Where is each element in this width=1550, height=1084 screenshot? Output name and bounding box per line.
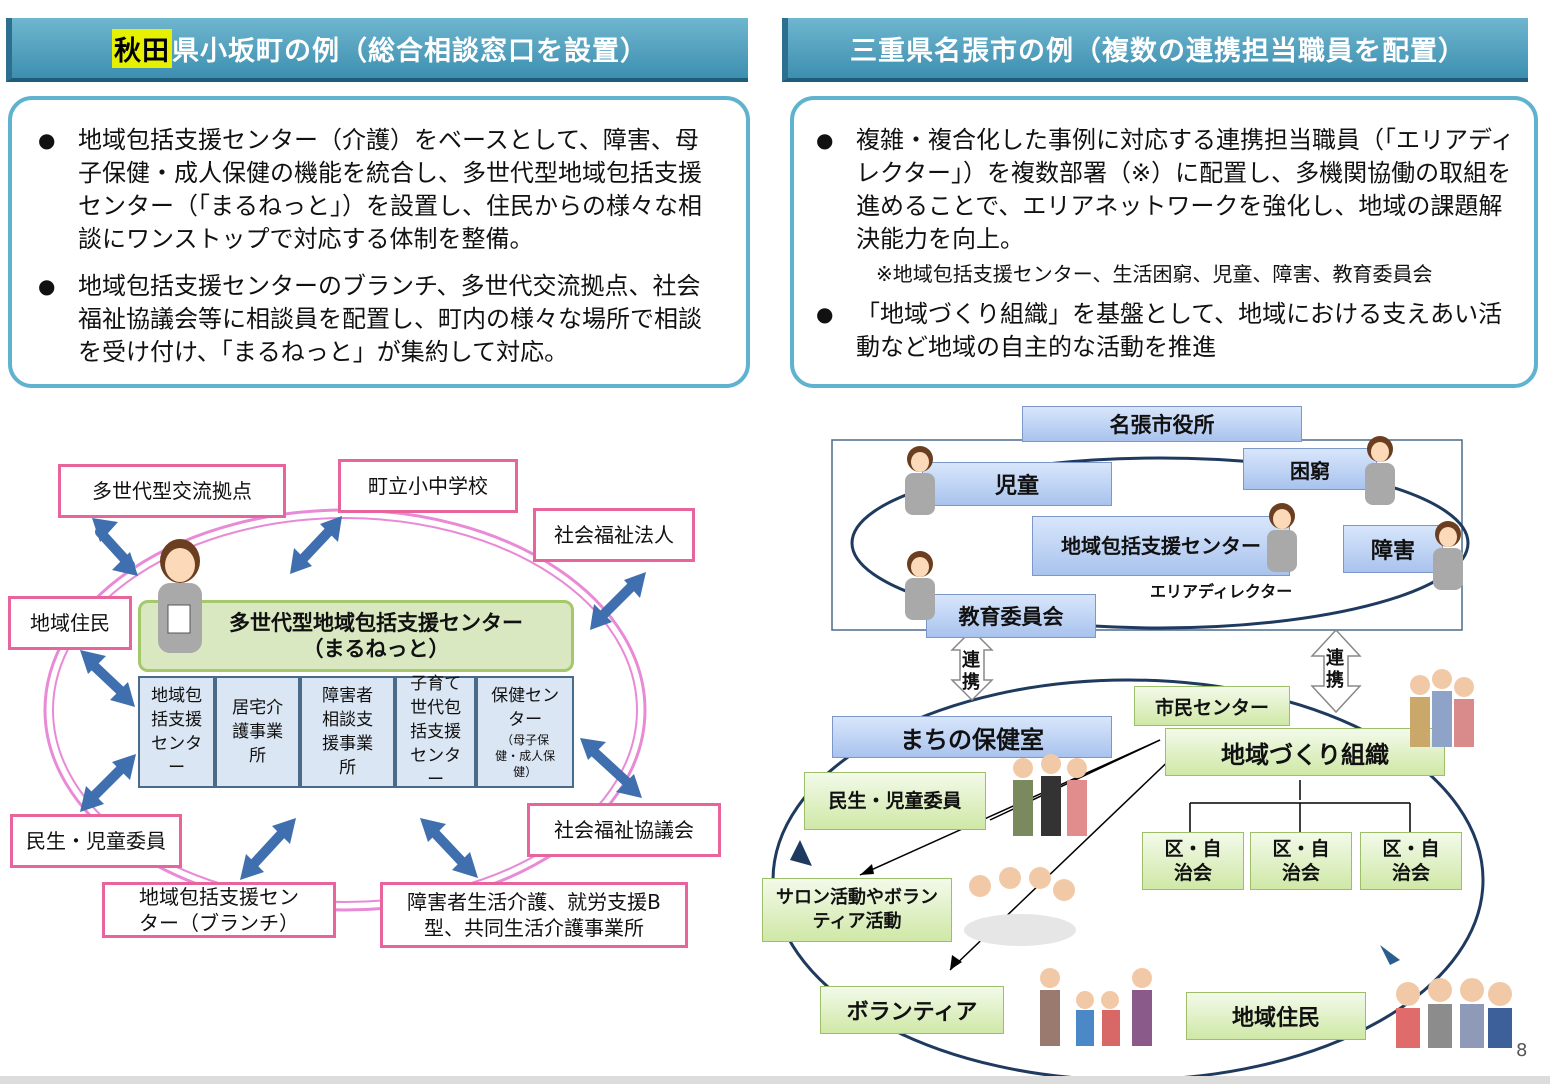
node-welfare-commissioner-left-label: 民生・児童委員 bbox=[26, 829, 166, 853]
node-branch-center-label: 地域包括支援センター（ブランチ） bbox=[139, 885, 299, 935]
dept-education-label: 教育委員会 bbox=[958, 605, 1064, 629]
node-disability-services-label: 障害者生活介護、就労支援B型、共同生活介護事業所 bbox=[407, 890, 661, 940]
node-disability-services: 障害者生活介護、就労支援B型、共同生活介護事業所 bbox=[380, 882, 688, 948]
town-health-room: まちの保健室 bbox=[832, 716, 1112, 758]
ward-council-3-label: 区・自治会 bbox=[1382, 838, 1440, 884]
area-director-icon-5 bbox=[905, 551, 935, 620]
group-illustration-elders bbox=[1410, 669, 1474, 747]
right-bullet-1: 複雑・複合化した事例に対応する連携担当職員（「エリアディレクター」）を複数部署（… bbox=[812, 124, 1516, 256]
dept-poverty: 困窮 bbox=[1243, 448, 1377, 490]
subunit-health-center: 保健センター （母子保健・成人保健） bbox=[476, 676, 574, 788]
salon-activity: サロン活動やボランティア活動 bbox=[762, 878, 952, 942]
renkei-label-right: 連携 bbox=[1326, 648, 1344, 691]
node-town-school: 町立小中学校 bbox=[338, 459, 518, 513]
staff-person-icon bbox=[158, 539, 202, 653]
citizen-center-label: 市民センター bbox=[1154, 696, 1269, 719]
subunit-home-care-label: 居宅介護事業所 bbox=[232, 698, 284, 766]
subunit-disability-consult-label: 障害者相談支援事業所 bbox=[322, 686, 374, 778]
welfare-commissioner-right-label: 民生・児童委員 bbox=[828, 790, 962, 812]
area-director-icon-1 bbox=[905, 446, 935, 515]
node-social-welfare-council: 社会福祉協議会 bbox=[527, 803, 721, 857]
citizen-center: 市民センター bbox=[1134, 686, 1290, 726]
welfare-commissioner-right: 民生・児童委員 bbox=[804, 772, 986, 830]
right-bullet-2: 「地域づくり組織」を基盤として、地域における支えあい活動など地域の自主的な活動を… bbox=[812, 298, 1516, 364]
ward-council-3: 区・自治会 bbox=[1360, 832, 1462, 890]
node-welfare-commissioner-left: 民生・児童委員 bbox=[10, 814, 182, 868]
right-title-text: 三重県名張市の例（複数の連携担当職員を配置） bbox=[850, 35, 1466, 67]
renkei-arrow-right bbox=[1310, 628, 1362, 714]
bottom-rule bbox=[0, 1076, 1550, 1084]
node-residents-left: 地域住民 bbox=[8, 596, 132, 650]
dept-children-label: 児童 bbox=[994, 474, 1039, 499]
ward-council-2: 区・自治会 bbox=[1250, 832, 1352, 890]
subunit-childcare-support-label: 子育て世代包括支援センター bbox=[410, 674, 462, 790]
dept-children: 児童 bbox=[922, 462, 1112, 506]
ward-council-1-label: 区・自治会 bbox=[1164, 838, 1222, 884]
group-illustration-volunteers bbox=[1040, 968, 1152, 1046]
left-diagram-graphics bbox=[43, 508, 647, 912]
center-subunits: 地域包括支援センター 居宅介護事業所 障害者相談支援事業所 子育て世代包括支援セ… bbox=[138, 674, 574, 790]
salon-activity-label: サロン活動やボランティア活動 bbox=[776, 887, 938, 932]
residents-right-label: 地域住民 bbox=[1231, 1006, 1320, 1031]
subunit-home-care: 居宅介護事業所 bbox=[215, 676, 301, 788]
right-note: ※地域包括支援センター、生活困窮、児童、障害、教育委員会 bbox=[876, 262, 1433, 286]
left-description-panel: 地域包括支援センター（介護）をベースとして、障害、母子保健・成人保健の機能を統合… bbox=[8, 96, 750, 388]
right-description-panel: 複雑・複合化した事例に対応する連携担当職員（「エリアディレクター」）を複数部署（… bbox=[790, 96, 1538, 388]
left-title-highlight: 秋田 bbox=[112, 28, 172, 68]
residents-right: 地域住民 bbox=[1186, 992, 1366, 1040]
subunit-community-support: 地域包括支援センター bbox=[138, 676, 216, 788]
node-branch-center: 地域包括支援センター（ブランチ） bbox=[102, 882, 336, 938]
volunteer-label: ボランティア bbox=[846, 1000, 978, 1025]
dept-disability: 障害 bbox=[1343, 525, 1443, 573]
right-title-banner: 三重県名張市の例（複数の連携担当職員を配置） bbox=[782, 18, 1528, 82]
city-hall-label: 名張市役所 bbox=[1022, 406, 1302, 442]
subunit-disability-consult: 障害者相談支援事業所 bbox=[300, 676, 396, 788]
community-organization-label: 地域づくり組織 bbox=[1221, 740, 1389, 769]
left-title-text: 県小坂町の例（総合相談窓口を設置） bbox=[172, 35, 648, 67]
area-director-icon-4 bbox=[1433, 521, 1463, 590]
area-director-icon-3 bbox=[1267, 503, 1297, 572]
group-illustration-commissioners bbox=[1013, 754, 1087, 836]
area-director-ring bbox=[850, 456, 1470, 630]
renkei-arrow-left bbox=[950, 628, 994, 702]
page-number: 8 bbox=[1516, 1040, 1528, 1061]
center-title-line1: 多世代型地域包括支援センター bbox=[229, 611, 523, 635]
left-bullet-1: 地域包括支援センター（介護）をベースとして、障害、母子保健・成人保健の機能を統合… bbox=[34, 124, 722, 256]
right-bullet-list-2: 「地域づくり組織」を基盤として、地域における支えあい活動など地域の自主的な活動を… bbox=[812, 298, 1516, 364]
node-town-school-label: 町立小中学校 bbox=[368, 474, 488, 498]
node-social-welfare-council-label: 社会福祉協議会 bbox=[554, 818, 694, 842]
dept-disability-label: 障害 bbox=[1370, 539, 1415, 564]
subunit-community-support-label: 地域包括支援センター bbox=[151, 686, 203, 778]
area-director-label: エリアディレクター bbox=[1150, 582, 1293, 601]
left-connection-arrows bbox=[85, 523, 640, 873]
left-title-banner: 秋田 県小坂町の例（総合相談窓口を設置） bbox=[6, 18, 748, 82]
renkei-label-left: 連携 bbox=[962, 650, 980, 693]
left-bullet-list: 地域包括支援センター（介護）をベースとして、障害、母子保健・成人保健の機能を統合… bbox=[34, 124, 722, 369]
volunteer: ボランティア bbox=[820, 986, 1004, 1034]
subunit-health-center-label: 保健センター bbox=[491, 686, 560, 730]
dept-community-support-label: 地域包括支援センター bbox=[1061, 534, 1261, 558]
node-social-welfare-corp-label: 社会福祉法人 bbox=[554, 523, 674, 547]
node-multigen-exchange: 多世代型交流拠点 bbox=[58, 464, 286, 518]
ward-council-2-label: 区・自治会 bbox=[1272, 838, 1330, 884]
right-bullet-list: 複雑・複合化した事例に対応する連携担当職員（「エリアディレクター」）を複数部署（… bbox=[812, 124, 1516, 256]
center-multigen-support: 多世代型地域包括支援センター （まるねっと） bbox=[138, 600, 574, 672]
group-illustration-salon bbox=[964, 867, 1076, 946]
node-residents-left-label: 地域住民 bbox=[30, 611, 110, 635]
community-organization: 地域づくり組織 bbox=[1165, 728, 1445, 776]
area-director-icon-2 bbox=[1365, 436, 1395, 505]
ward-council-1: 区・自治会 bbox=[1142, 832, 1244, 890]
left-bullet-2: 地域包括支援センターのブランチ、多世代交流拠点、社会福祉協議会等に相談員を配置し… bbox=[34, 270, 722, 369]
dept-poverty-label: 困窮 bbox=[1290, 458, 1330, 483]
town-health-room-label: まちの保健室 bbox=[900, 725, 1044, 754]
subunit-health-center-note: （母子保健・成人保健） bbox=[495, 733, 556, 779]
center-title-line2: （まるねっと） bbox=[302, 637, 450, 661]
dept-education: 教育委員会 bbox=[926, 594, 1096, 638]
city-hall-text: 名張市役所 bbox=[1109, 413, 1215, 437]
node-multigen-exchange-label: 多世代型交流拠点 bbox=[92, 479, 252, 503]
dept-community-support: 地域包括支援センター bbox=[1032, 516, 1290, 576]
subunit-childcare-support: 子育て世代包括支援センター bbox=[395, 674, 477, 790]
group-illustration-residents bbox=[1396, 978, 1512, 1048]
node-social-welfare-corp: 社会福祉法人 bbox=[533, 508, 695, 562]
